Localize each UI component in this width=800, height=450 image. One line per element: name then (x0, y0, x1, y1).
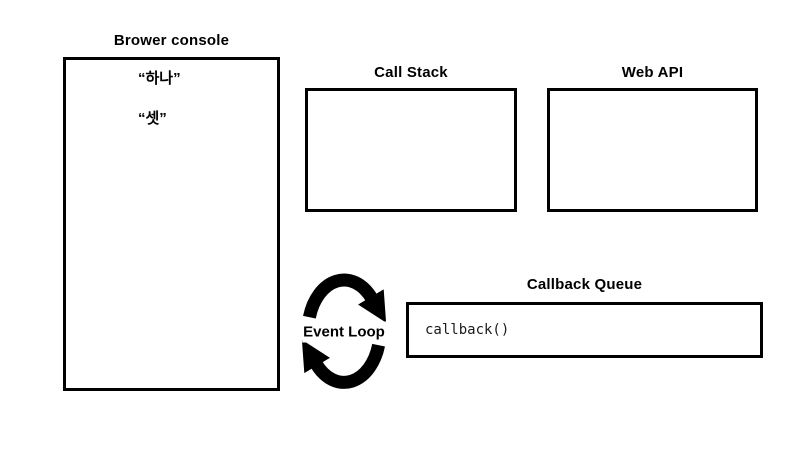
event-loop: Event Loop (294, 266, 394, 398)
web-api-box (547, 88, 758, 212)
callback-queue-box: callback() (406, 302, 763, 358)
callback-queue-title: Callback Queue (526, 276, 643, 293)
callback-queue-item: callback() (425, 322, 510, 338)
event-loop-label: Event Loop (302, 321, 386, 343)
web-api-title: Web API (621, 64, 684, 81)
call-stack-box (305, 88, 517, 212)
browser-console-box: “하나” “셋” (63, 57, 280, 391)
console-log-line: “하나” (138, 70, 181, 87)
event-loop-cycle-icon (301, 273, 387, 389)
call-stack-title: Call Stack (374, 64, 448, 81)
console-log-line: “셋” (138, 110, 167, 127)
browser-console-title: Brower console (113, 32, 230, 49)
